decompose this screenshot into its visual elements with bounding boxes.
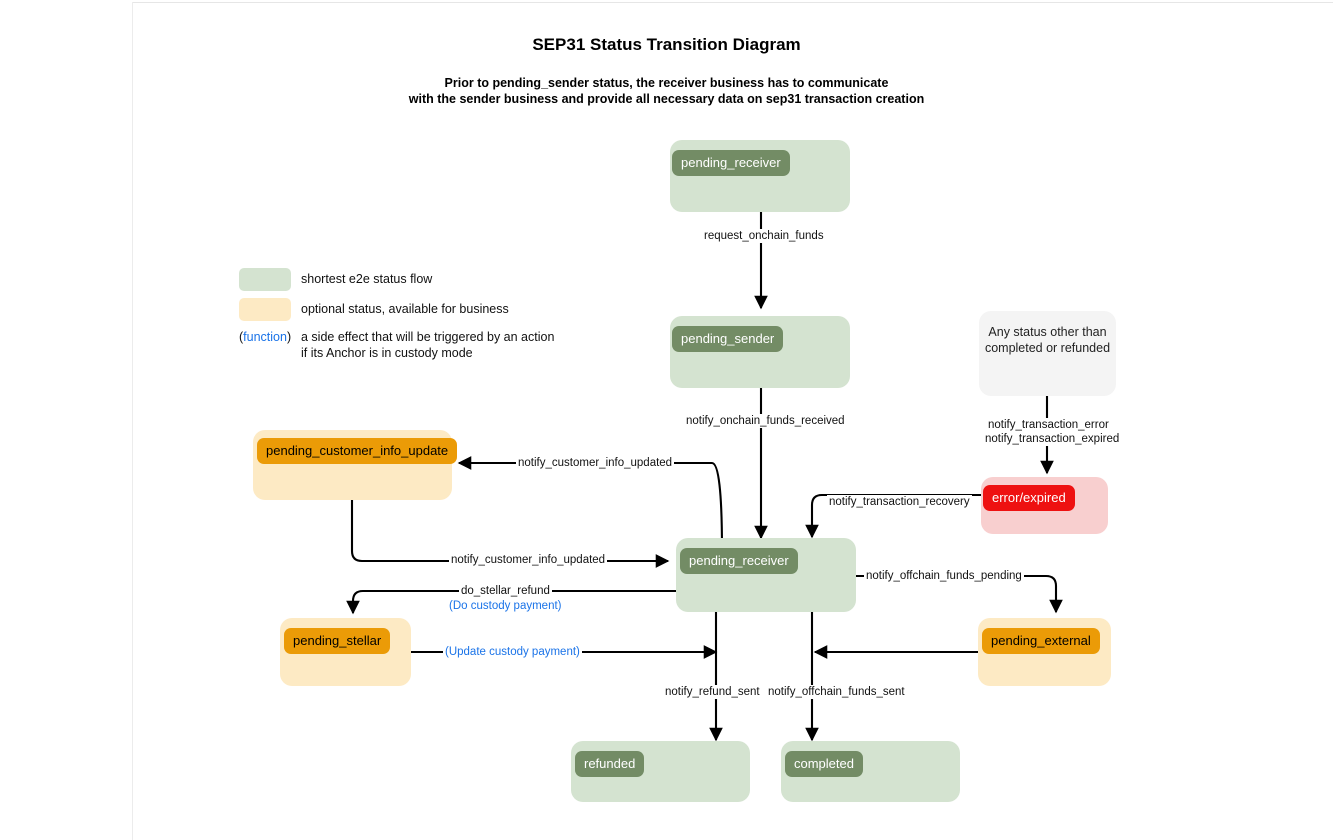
node-label: pending_customer_info_update (257, 438, 458, 464)
legend-swatch-green (239, 268, 291, 291)
frame-top-divider (132, 2, 1333, 3)
node-label: error/expired (983, 485, 1075, 511)
node-label: pending_stellar (284, 628, 391, 654)
edge-label-notify-transaction-recovery: notify_transaction_recovery (827, 495, 972, 509)
node-error-expired[interactable]: error/expired (981, 477, 1108, 534)
node-label: completed (785, 751, 863, 777)
node-label: pending_external (982, 628, 1100, 654)
edge-label-notify-offchain-funds-sent: notify_offchain_funds_sent (766, 685, 907, 699)
edge-label-do-custody-payment: (Do custody payment) (447, 599, 564, 613)
edge-label-request-onchain-funds: request_onchain_funds (702, 229, 826, 243)
node-pending-receiver-top[interactable]: pending_receiver (670, 140, 850, 212)
legend-function-word: function (243, 330, 287, 344)
node-pending-external[interactable]: pending_external (978, 618, 1111, 686)
legend-paren-open: ( (239, 330, 244, 344)
legend-swatch-amber (239, 298, 291, 321)
node-pending-stellar[interactable]: pending_stellar (280, 618, 411, 686)
page-title: SEP31 Status Transition Diagram (532, 35, 801, 54)
edge-label-notify-customer-info-updated-in: notify_customer_info_updated (449, 553, 608, 567)
node-label: pending_sender (672, 326, 784, 352)
edge-label-update-custody-payment: (Update custody payment) (443, 645, 582, 659)
page-subtitle-line-1: Prior to pending_sender status, the rece… (444, 76, 889, 90)
edge-label-do-stellar-refund: do_stellar_refund (459, 584, 552, 598)
legend-item-function: (function) a side effect that will be tr… (239, 328, 554, 361)
legend-label: shortest e2e status flow (301, 272, 433, 286)
edge-label-notify-refund-sent: notify_refund_sent (663, 685, 762, 699)
node-label: pending_receiver (680, 548, 798, 574)
edge-label-notify-customer-info-updated-out: notify_customer_info_updated (516, 456, 675, 470)
page-subtitle-line-2: with the sender business and provide all… (408, 92, 925, 106)
node-label: pending_receiver (672, 150, 790, 176)
legend-paren-close: ) (286, 330, 292, 344)
edge-label-notify-offchain-funds-pending: notify_offchain_funds_pending (864, 569, 1024, 583)
node-refunded[interactable]: refunded (571, 741, 750, 802)
legend-label: a side effect that will be triggered by … (301, 330, 555, 360)
edge-notify-customer-info-updated-out (457, 456, 724, 552)
node-label: Any status other than completed or refun… (984, 325, 1111, 355)
edge-label-notify-onchain-funds-received: notify_onchain_funds_received (684, 414, 847, 428)
node-pending-sender[interactable]: pending_sender (670, 316, 850, 388)
edge-label-notify-transaction-expired: notify_transaction_expired (983, 432, 1122, 446)
node-pending-receiver-mid[interactable]: pending_receiver (676, 538, 856, 612)
legend: shortest e2e status flow optional status… (239, 268, 554, 368)
frame-left-divider (132, 2, 133, 840)
legend-item-optional-status: optional status, available for business (239, 298, 554, 321)
node-any-status-note: Any status other than completed or refun… (979, 311, 1116, 396)
node-pending-customer-info-update[interactable]: pending_customer_info_update (253, 430, 458, 500)
legend-label: optional status, available for business (301, 302, 509, 316)
node-label: refunded (575, 751, 645, 777)
edge-label-notify-transaction-error: notify_transaction_error (986, 418, 1111, 432)
edge-notify-customer-info-updated-in (350, 500, 670, 568)
node-completed[interactable]: completed (781, 741, 960, 802)
legend-function-marker: (function) (239, 328, 291, 344)
legend-item-shortest-flow: shortest e2e status flow (239, 268, 554, 291)
